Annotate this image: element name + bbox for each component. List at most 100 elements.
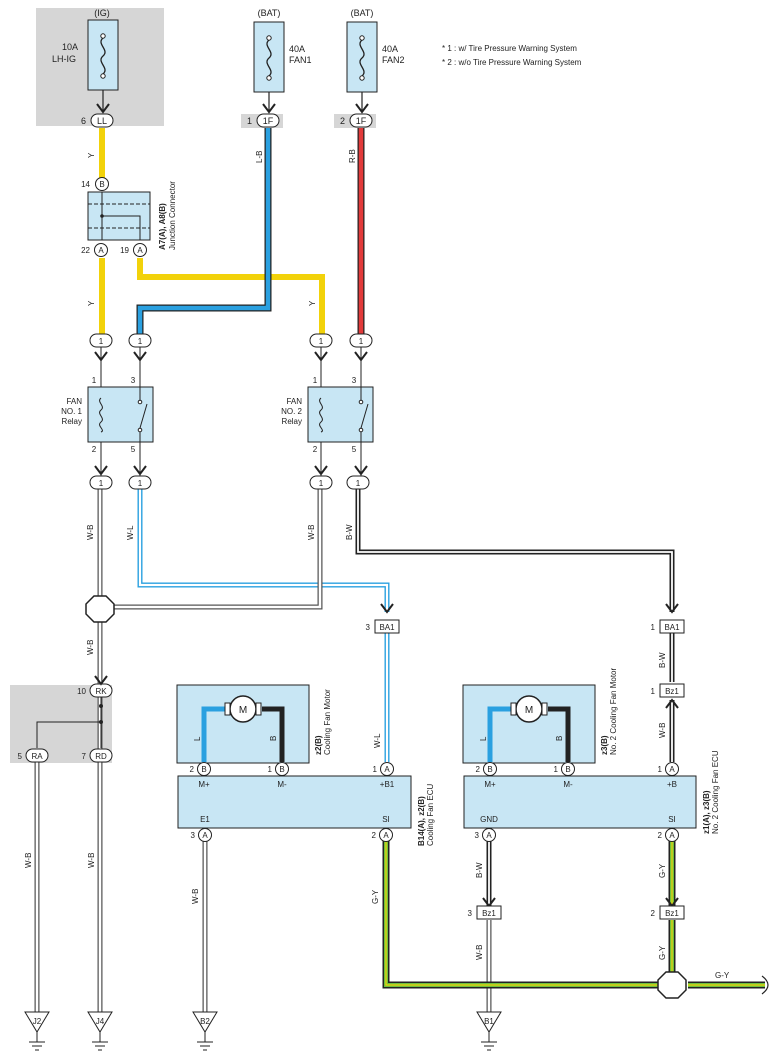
svg-text:FAN1: FAN1: [289, 55, 312, 65]
ig-source-label: (IG): [94, 8, 110, 18]
svg-text:B1: B1: [484, 1017, 494, 1026]
svg-text:2: 2: [658, 831, 663, 840]
wire-y: [99, 128, 325, 336]
connector-ba1: 1 BA1: [651, 603, 685, 634]
svg-text:G-Y: G-Y: [371, 889, 380, 904]
fan-no2-relay: 1 3 2 5 FAN NO. 2 Relay: [281, 376, 374, 454]
connector-bz1: 2 Bz1: [651, 897, 685, 920]
svg-text:19: 19: [120, 246, 129, 255]
svg-text:BA1: BA1: [379, 623, 395, 632]
svg-text:1: 1: [99, 337, 104, 346]
svg-text:W-L: W-L: [373, 733, 382, 748]
svg-text:SI: SI: [382, 815, 390, 824]
ground-j2: J2: [24, 1011, 50, 1051]
svg-text:G-Y: G-Y: [715, 971, 730, 980]
svg-text:Bz1: Bz1: [482, 909, 496, 918]
ground-j4: J4: [87, 1011, 113, 1051]
svg-text:1: 1: [373, 765, 378, 774]
fuse-amp: 10A: [62, 42, 78, 52]
svg-text:W-B: W-B: [87, 853, 96, 868]
fuse-name: LH-IG: [52, 54, 76, 64]
svg-text:5: 5: [18, 752, 23, 761]
svg-text:Cooling Fan Motor: Cooling Fan Motor: [323, 689, 332, 755]
svg-text:FAN: FAN: [286, 397, 302, 406]
wire-w-l: [137, 488, 390, 762]
svg-text:14: 14: [81, 180, 90, 189]
svg-text:z2(B): z2(B): [314, 735, 323, 755]
svg-text:40A: 40A: [289, 44, 305, 54]
svg-text:10: 10: [77, 687, 86, 696]
svg-text:z3(B): z3(B): [600, 735, 609, 755]
fan-no1-relay: 1 3 2 5 FAN NO. 1 Relay: [61, 376, 154, 454]
svg-text:A: A: [669, 765, 675, 774]
svg-text:2: 2: [651, 909, 656, 918]
svg-text:6: 6: [81, 116, 86, 126]
wire-b-w: [355, 488, 675, 762]
svg-text:B-W: B-W: [475, 862, 484, 878]
svg-text:FAN2: FAN2: [382, 55, 405, 65]
svg-text:J4: J4: [96, 1017, 105, 1026]
svg-text:1: 1: [319, 479, 324, 488]
connector-rk: 10 RK: [36, 675, 113, 748]
svg-text:B: B: [555, 736, 564, 741]
svg-text:3: 3: [131, 376, 136, 385]
svg-text:A: A: [384, 765, 390, 774]
svg-text:1: 1: [658, 765, 663, 774]
svg-text:A: A: [137, 246, 143, 255]
legend-item: * 1 : w/ Tire Pressure Warning System: [442, 44, 577, 53]
ground-b1: B1: [476, 1011, 502, 1051]
svg-text:B-W: B-W: [658, 652, 667, 668]
legend-item: * 2 : w/o Tire Pressure Warning System: [442, 58, 582, 67]
ground-b2: B2: [192, 1011, 218, 1051]
svg-text:1: 1: [92, 376, 97, 385]
svg-text:LL: LL: [97, 116, 107, 126]
wire-label: Y: [87, 152, 96, 158]
connector-bz1: 3 Bz1: [468, 897, 502, 920]
svg-text:W-B: W-B: [191, 889, 200, 904]
svg-text:A: A: [383, 831, 389, 840]
svg-text:3: 3: [352, 376, 357, 385]
svg-text:1: 1: [651, 623, 656, 632]
svg-text:1: 1: [319, 337, 324, 346]
connector-1f-a: 1 1F: [247, 113, 280, 128]
junction-connector: B 14 A 22 A 19 A7(A), A8(B) Junction Con…: [81, 177, 177, 257]
connector-ba1: 3 BA1: [366, 603, 400, 634]
svg-text:B14(A), z2(B): B14(A), z2(B): [417, 796, 426, 846]
svg-text:40A: 40A: [382, 44, 398, 54]
svg-text:+B: +B: [667, 780, 677, 789]
svg-text:A: A: [202, 831, 208, 840]
svg-text:M+: M+: [484, 780, 496, 789]
wire-label: L-B: [255, 151, 264, 163]
svg-text:2: 2: [476, 765, 481, 774]
svg-text:1: 1: [99, 479, 104, 488]
svg-text:W-B: W-B: [475, 945, 484, 960]
svg-text:No. 2 Cooling Fan Motor: No. 2 Cooling Fan Motor: [609, 668, 618, 755]
svg-text:5: 5: [131, 445, 136, 454]
connector-rd: 7 RD: [82, 748, 113, 763]
svg-text:1: 1: [359, 337, 364, 346]
svg-text:A: A: [98, 246, 104, 255]
svg-text:Junction Connector: Junction Connector: [168, 181, 177, 250]
svg-text:L: L: [479, 736, 488, 741]
svg-text:G-Y: G-Y: [658, 945, 667, 960]
svg-text:B: B: [487, 765, 492, 774]
no2-cooling-fan-motor: M L B z3(B) No. 2 Cooling Fan Motor: [462, 668, 618, 764]
motor-icon: M: [239, 705, 247, 716]
wire-g-y: [382, 838, 769, 995]
svg-text:A7(A), A8(B): A7(A), A8(B): [158, 203, 167, 250]
svg-text:RK: RK: [95, 687, 107, 696]
svg-text:B: B: [201, 765, 206, 774]
svg-text:W-B: W-B: [86, 640, 95, 655]
svg-text:3: 3: [366, 623, 371, 632]
svg-text:GND: GND: [480, 815, 498, 824]
svg-text:FAN: FAN: [66, 397, 82, 406]
svg-text:1: 1: [356, 479, 361, 488]
svg-text:E1: E1: [200, 815, 210, 824]
svg-text:3: 3: [468, 909, 473, 918]
svg-text:7: 7: [82, 752, 87, 761]
wire-w-b-mid: [112, 488, 323, 610]
svg-text:B: B: [279, 765, 284, 774]
wire-label: Y: [308, 300, 317, 306]
svg-text:W-L: W-L: [126, 525, 135, 540]
